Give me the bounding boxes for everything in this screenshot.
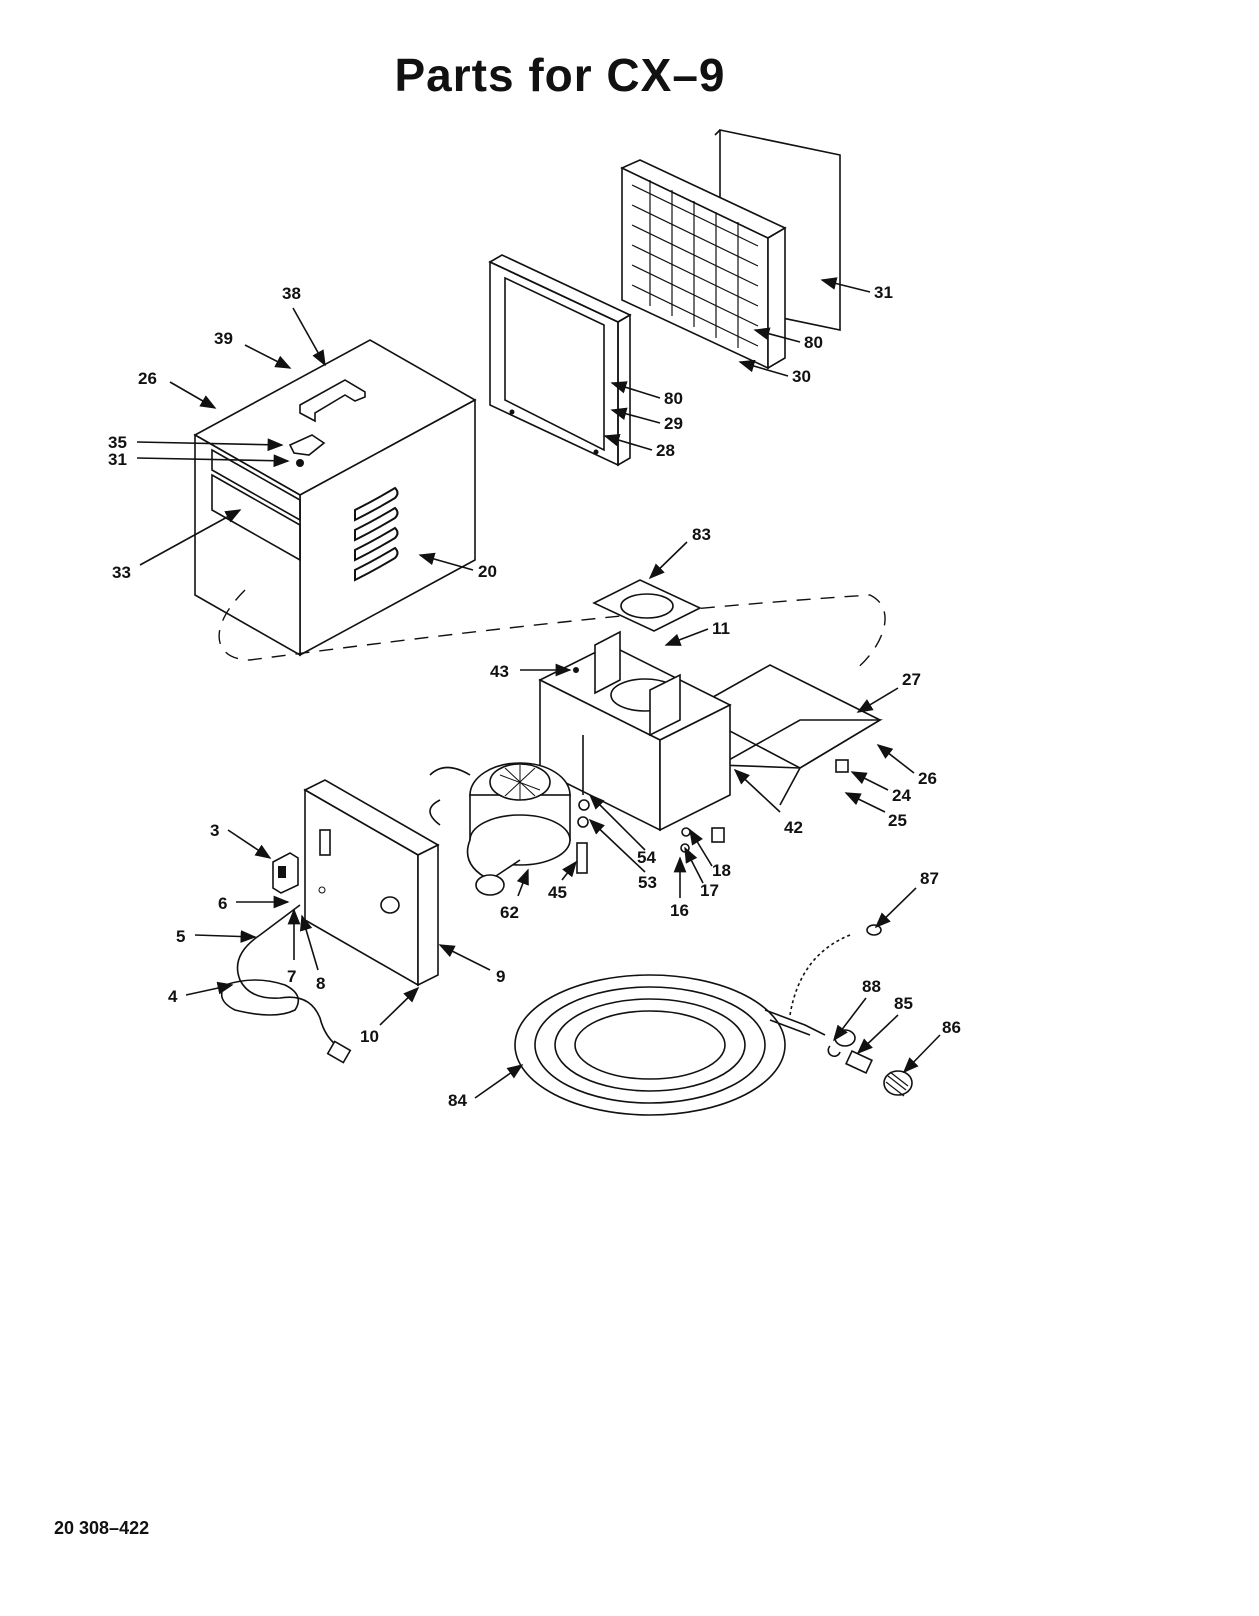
svg-text:11: 11 [712, 619, 730, 638]
rocker-switch [273, 853, 298, 893]
callout-11: 11 [666, 619, 730, 645]
svg-text:27: 27 [902, 670, 921, 689]
callout-87: 87 [876, 869, 939, 927]
intake-gasket [594, 580, 700, 631]
callout-45: 45 [548, 862, 576, 902]
callout-39: 39 [214, 329, 290, 368]
callout-5: 5 [176, 927, 255, 946]
callout-3: 3 [210, 821, 270, 858]
svg-text:8: 8 [316, 974, 325, 993]
svg-text:54: 54 [637, 848, 656, 867]
svg-text:43: 43 [490, 662, 509, 681]
svg-text:25: 25 [888, 811, 907, 830]
callout-88: 88 [834, 977, 881, 1040]
svg-text:80: 80 [664, 389, 683, 408]
callout-26: 26 [138, 369, 215, 408]
svg-text:24: 24 [892, 786, 911, 805]
svg-text:45: 45 [548, 883, 567, 902]
svg-text:42: 42 [784, 818, 803, 837]
svg-text:84: 84 [448, 1091, 467, 1110]
svg-text:10: 10 [360, 1027, 379, 1046]
svg-text:86: 86 [942, 1018, 961, 1037]
main-housing [195, 340, 475, 655]
svg-text:5: 5 [176, 927, 185, 946]
callout-9: 9 [440, 945, 505, 986]
svg-text:20: 20 [478, 562, 497, 581]
callout-38: 38 [282, 284, 325, 365]
callout-85: 85 [858, 994, 913, 1053]
svg-text:4: 4 [168, 987, 178, 1006]
svg-text:26: 26 [918, 769, 937, 788]
svg-text:26: 26 [138, 369, 157, 388]
callout-30: 30 [740, 362, 811, 386]
callout-10: 10 [360, 988, 418, 1046]
svg-text:83: 83 [692, 525, 711, 544]
svg-text:31: 31 [874, 283, 893, 302]
svg-text:28: 28 [656, 441, 675, 460]
callout-6: 6 [218, 894, 288, 913]
svg-text:16: 16 [670, 901, 689, 920]
callout-29: 29 [612, 410, 683, 433]
svg-text:9: 9 [496, 967, 505, 986]
svg-text:87: 87 [920, 869, 939, 888]
callout-16: 16 [670, 858, 689, 920]
callout-86: 86 [904, 1018, 961, 1072]
callout-80: 80 [612, 383, 683, 408]
callout-27: 27 [858, 670, 921, 712]
vacuum-hose [515, 935, 855, 1115]
svg-text:3: 3 [210, 821, 219, 840]
svg-text:31: 31 [108, 450, 127, 469]
callout-62: 62 [500, 870, 528, 922]
svg-text:38: 38 [282, 284, 301, 303]
svg-text:39: 39 [214, 329, 233, 348]
svg-text:88: 88 [862, 977, 881, 996]
svg-text:29: 29 [664, 414, 683, 433]
callout-83: 83 [650, 525, 711, 578]
callout-7: 7 [287, 910, 296, 986]
svg-text:7: 7 [287, 967, 296, 986]
page-footer: 20 308–422 [54, 1518, 149, 1539]
callout-84: 84 [448, 1065, 522, 1110]
svg-text:85: 85 [894, 994, 913, 1013]
svg-text:53: 53 [638, 873, 657, 892]
svg-text:17: 17 [700, 881, 719, 900]
svg-text:33: 33 [112, 563, 131, 582]
svg-text:6: 6 [218, 894, 227, 913]
filter-gasket-frame [490, 255, 630, 465]
front-panel [305, 780, 438, 985]
vacuum-motor [430, 763, 570, 895]
svg-text:18: 18 [712, 861, 731, 880]
svg-text:80: 80 [804, 333, 823, 352]
svg-text:30: 30 [792, 367, 811, 386]
callout-26: 26 [878, 745, 937, 788]
svg-text:62: 62 [500, 903, 519, 922]
